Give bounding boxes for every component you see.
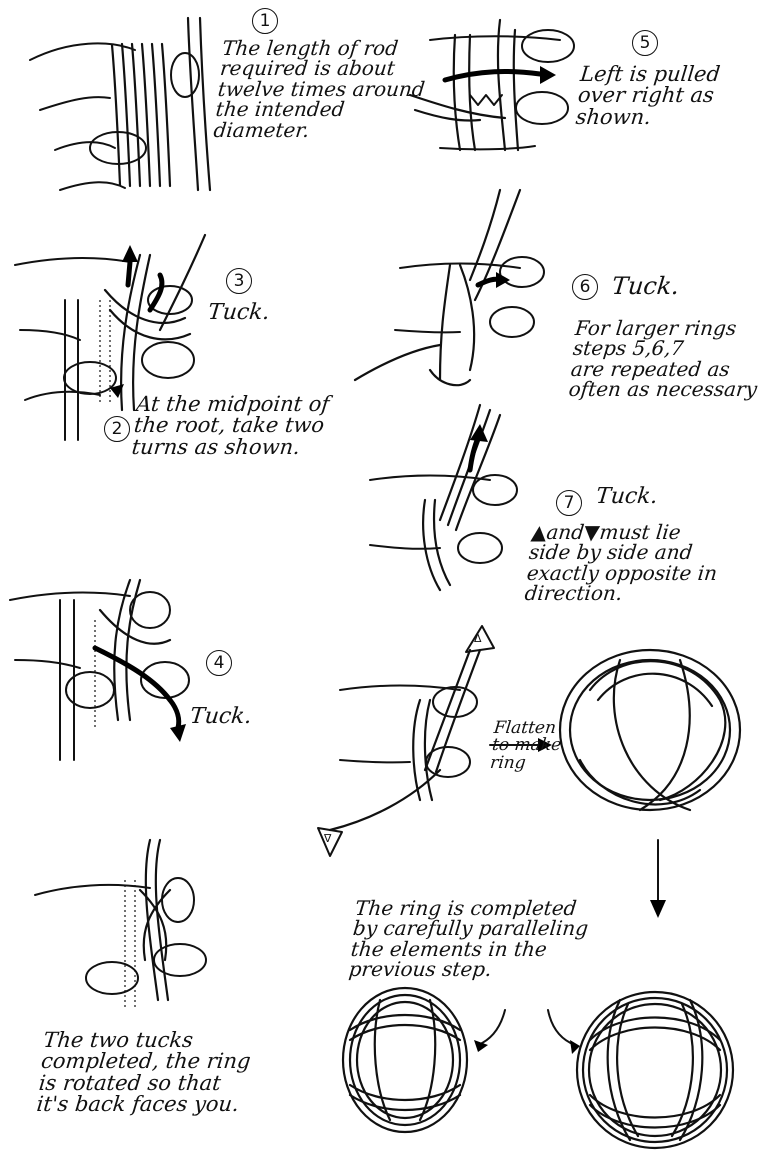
step6-text: Tuck. bbox=[611, 274, 681, 298]
step6-hand-drawing bbox=[355, 190, 544, 385]
flattened-knot-drawing bbox=[560, 650, 740, 918]
step1-text: The length of rod required is about twel… bbox=[213, 38, 431, 140]
step1-number: 1 bbox=[252, 8, 278, 34]
step7-hand-drawing bbox=[370, 405, 517, 590]
step6-number: 6 bbox=[572, 274, 598, 300]
step1-hand-drawing bbox=[30, 18, 210, 190]
triangle-down-marker: ∇ bbox=[324, 832, 331, 845]
step5-number: 5 bbox=[632, 30, 658, 56]
triangle-up-marker: Δ bbox=[474, 632, 482, 645]
step2-number: 2 bbox=[104, 416, 130, 442]
step7-text: Tuck. bbox=[595, 486, 659, 508]
step3-number: 3 bbox=[226, 268, 252, 294]
completed-text: The ring is completed by carefully paral… bbox=[348, 898, 592, 980]
completed-knot-left bbox=[343, 988, 467, 1132]
step4-number: 4 bbox=[206, 650, 232, 676]
rotated-hand-drawing bbox=[35, 840, 206, 1010]
step2-text: At the midpoint of the root, take two tu… bbox=[131, 394, 331, 458]
two-tucks-text: The two tucks completed, the ring is rot… bbox=[36, 1030, 254, 1116]
completed-knot-right bbox=[577, 992, 733, 1148]
step5-hand-drawing bbox=[410, 20, 574, 150]
step4-hand-drawing bbox=[10, 580, 189, 760]
curved-arrow-left bbox=[478, 1010, 505, 1045]
step7-note: ▲and▼must lie side by side and exactly o… bbox=[524, 522, 723, 604]
step5-text: Left is pulled over right as shown. bbox=[575, 64, 721, 128]
step6-note: For larger rings steps 5,6,7 are repeate… bbox=[568, 318, 765, 400]
step3-text: Tuck. bbox=[207, 302, 271, 324]
flatten-text: Flatten to make ring bbox=[489, 720, 564, 772]
curved-arrow-right bbox=[548, 1010, 575, 1045]
step7-number: 7 bbox=[556, 490, 582, 516]
step4-text: Tuck. bbox=[189, 706, 253, 728]
